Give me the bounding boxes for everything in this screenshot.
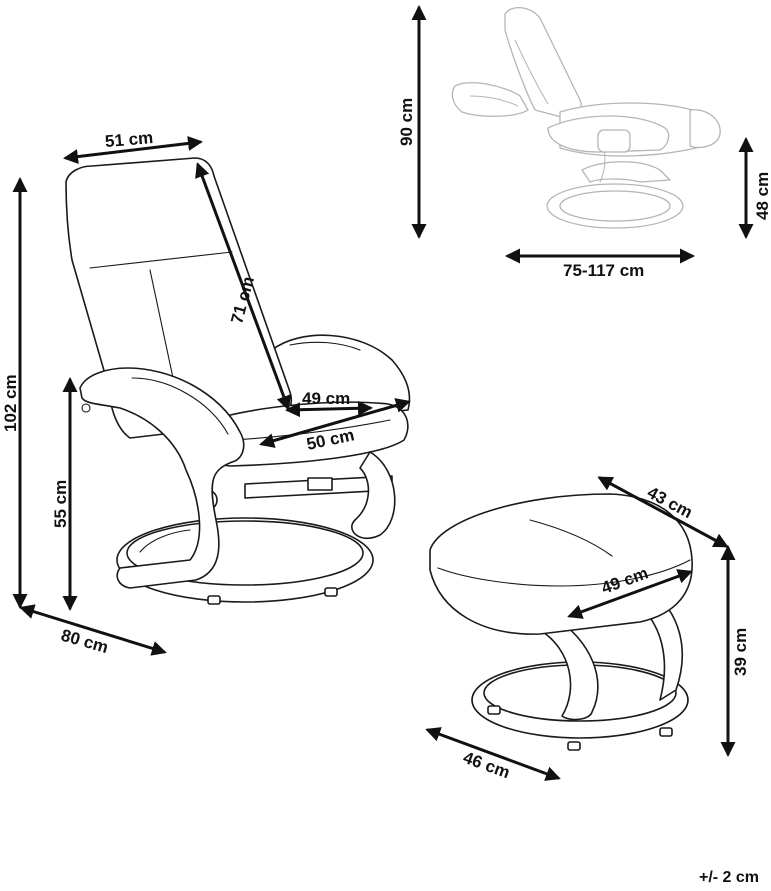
dim-line-80 [19, 604, 167, 656]
dim-line-46 [425, 727, 561, 781]
label-reclined-length: 75-117 cm [563, 261, 644, 280]
dim-line-51 [63, 135, 203, 165]
label-total-height: 102 cm [1, 374, 20, 432]
label-reclined-height: 90 cm [397, 98, 416, 146]
dimension-lines [12, 4, 754, 781]
label-seat-depth: 49 cm [302, 389, 350, 408]
dim-line-49-ottoman [567, 569, 693, 619]
dim-line-49-chair [285, 400, 373, 418]
label-backrest-width: 51 cm [104, 128, 154, 151]
dim-line-43 [597, 476, 729, 548]
tolerance-note: +/- 2 cm [698, 869, 759, 886]
chair-drawing [65, 157, 411, 605]
dim-line-50 [259, 398, 411, 448]
label-armrest-height: 55 cm [51, 480, 70, 528]
label-chair-depth: 80 cm [59, 626, 111, 658]
ottoman-drawing [429, 493, 693, 751]
label-reclined-seat-height: 48 cm [753, 172, 771, 220]
dim-line-71 [195, 162, 291, 411]
reclined-chair-drawing [451, 7, 721, 229]
label-ottoman-height: 39 cm [731, 628, 750, 676]
